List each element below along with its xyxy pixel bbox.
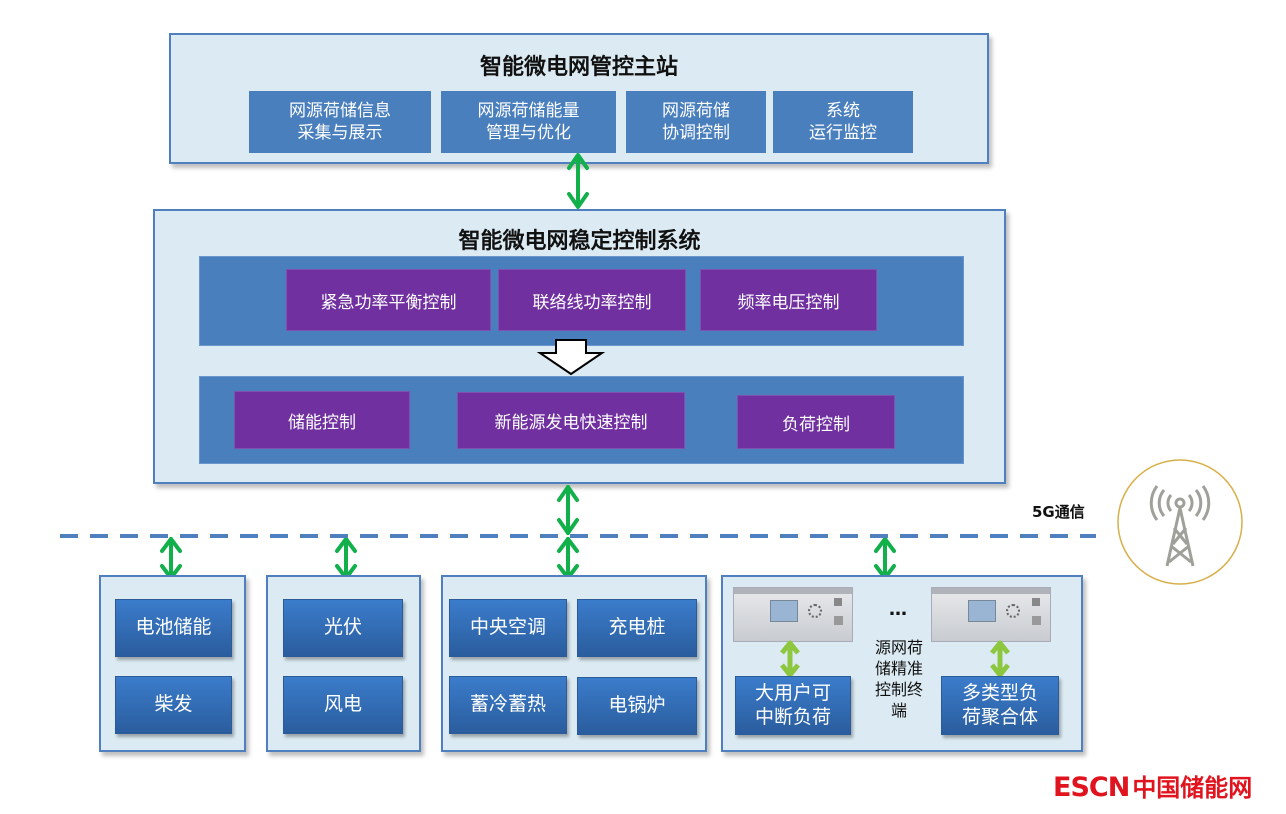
control-emergency-power: 紧急功率平衡控制 <box>286 269 491 331</box>
resource-group-storage: 电池储能 柴发 <box>99 575 246 752</box>
bus-group4-arrow-icon <box>874 537 896 580</box>
watermark-latin: ESCN <box>1053 772 1130 803</box>
bus-group2-arrow-icon <box>335 537 357 580</box>
right-device-arrow-icon <box>990 640 1010 678</box>
master-station-panel: 智能微电网管控主站 网源荷储信息采集与展示 网源荷储能量管理与优化 网源荷储协调… <box>169 33 989 164</box>
resource-group-generation: 光伏 风电 <box>266 575 421 752</box>
module-info-collection: 网源荷储信息采集与展示 <box>249 91 431 153</box>
down-arrow-icon <box>536 339 606 376</box>
control-frequency-voltage: 频率电压控制 <box>700 269 877 331</box>
resource-wind: 风电 <box>283 676 403 734</box>
control-tie-line-power: 联络线功率控制 <box>498 269 686 331</box>
upper-control-band: 紧急功率平衡控制 联络线功率控制 频率电压控制 <box>199 256 964 346</box>
lower-control-band: 储能控制 新能源发电快速控制 负荷控制 <box>199 376 964 464</box>
resource-central-ac: 中央空调 <box>449 599 567 657</box>
left-device-arrow-icon <box>780 640 800 678</box>
master-stability-arrow-icon <box>567 153 589 209</box>
resource-group-terminals: … 源网荷 储精准 控制终 端 大用户可中断负荷 多类型负荷聚合体 <box>721 575 1083 752</box>
resource-charging-pile: 充电桩 <box>577 599 697 657</box>
resource-group-loads: 中央空调 充电桩 蓄冷蓄热 电锅炉 <box>441 575 707 752</box>
resource-electric-boiler: 电锅炉 <box>577 677 697 735</box>
control-terminal-device-left <box>733 587 853 642</box>
device-link-arrows <box>780 640 1010 678</box>
bus-group1-arrow-icon <box>160 537 182 580</box>
resource-battery-storage: 电池储能 <box>115 599 232 657</box>
resource-load-aggregator: 多类型负荷聚合体 <box>941 676 1059 735</box>
module-system-monitoring: 系统运行监控 <box>773 91 913 153</box>
terminal-label: 源网荷 储精准 控制终 端 <box>874 638 923 720</box>
stability-system-title: 智能微电网稳定控制系统 <box>458 229 701 254</box>
stability-system-panel: 智能微电网稳定控制系统 紧急功率平衡控制 联络线功率控制 频率电压控制 储能控制… <box>153 209 1006 484</box>
watermark-chinese: 中国储能网 <box>1132 774 1253 802</box>
5g-communication-label: 5G通信 <box>1032 503 1085 521</box>
bus-group3-arrow-icon <box>557 537 579 580</box>
system-bus-arrow-icon <box>557 485 579 535</box>
control-renewable-fast: 新能源发电快速控制 <box>457 392 685 449</box>
resource-pv: 光伏 <box>283 599 403 657</box>
ellipsis-text: … <box>889 599 907 620</box>
control-energy-storage: 储能控制 <box>234 391 410 449</box>
master-station-title: 智能微电网管控主站 <box>479 55 678 80</box>
resource-diesel: 柴发 <box>115 676 232 734</box>
resource-interruptible-load: 大用户可中断负荷 <box>735 676 851 735</box>
control-load: 负荷控制 <box>737 395 895 449</box>
5g-tower-icon <box>1117 459 1243 585</box>
module-energy-management: 网源荷储能量管理与优化 <box>441 91 616 153</box>
module-coordinated-control: 网源荷储协调控制 <box>626 91 766 153</box>
resource-thermal-storage: 蓄冷蓄热 <box>449 676 567 734</box>
control-terminal-device-right <box>931 587 1051 642</box>
